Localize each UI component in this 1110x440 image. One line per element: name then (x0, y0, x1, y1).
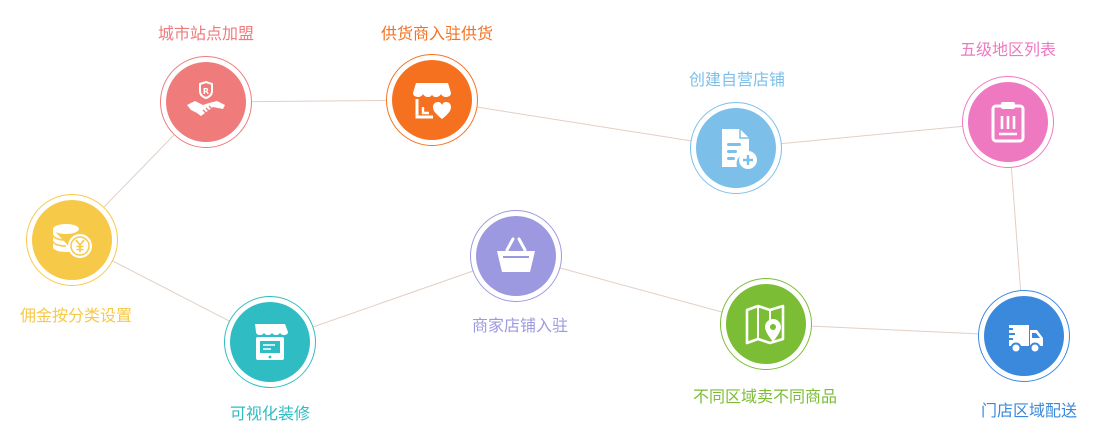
delivery-truck-icon (1003, 325, 1043, 354)
commission-settings-badge (26, 194, 118, 286)
feature-label: 创建自营店铺 (688, 70, 786, 89)
feature-label: 可视化装修 (229, 404, 311, 423)
basket-icon (497, 237, 535, 272)
store-regional-delivery-badge (978, 290, 1070, 382)
feature-label: 不同区域卖不同商品 (692, 387, 838, 406)
feature-label: 佣金按分类设置 (19, 306, 133, 325)
svg-text:R: R (203, 87, 209, 96)
map-pin-icon (745, 304, 785, 345)
city-station-join-badge: R (160, 56, 252, 148)
region-list-badge (962, 76, 1054, 168)
storefront-heart-icon (413, 83, 451, 119)
feature-label: 五级地区列表 (959, 40, 1057, 59)
feature-label: 门店区域配送 (980, 401, 1078, 420)
supplier-join-badge (386, 54, 478, 146)
merchant-join-badge (470, 210, 562, 302)
feature-label: 城市站点加盟 (157, 24, 255, 43)
visual-decoration-badge (224, 296, 316, 388)
handshake-icon: R (187, 80, 225, 116)
shop-screen-icon (255, 324, 288, 360)
clipboard-list-icon (991, 102, 1025, 143)
feature-label: 供货商入驻供货 (380, 24, 494, 43)
feature-label: 商家店铺入驻 (471, 316, 569, 335)
connector-supplier-join-to-self-operated-store (431, 99, 737, 149)
document-add-icon (722, 129, 757, 169)
self-operated-store-badge (690, 102, 782, 194)
regional-products-badge (720, 278, 812, 370)
coins-yen-icon (52, 224, 92, 258)
